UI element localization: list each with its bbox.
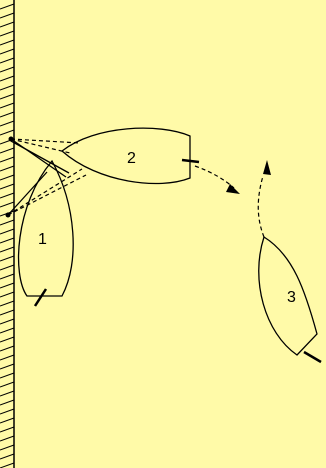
dock-hatch-mark: [0, 273, 15, 280]
mooring-lines: [5, 136, 87, 218]
dock-hatch-mark: [0, 147, 15, 154]
dock-hatch-mark: [0, 453, 15, 460]
mooring-line-dashed-4: [7, 174, 87, 216]
dock-hatch-mark: [0, 291, 15, 298]
dock-hatch-mark: [0, 444, 15, 451]
dock-hatch-mark: [0, 75, 15, 82]
boat-2: [60, 127, 200, 185]
dock-hatch-mark: [0, 246, 15, 253]
boat-3-rudder: [303, 350, 322, 364]
dock-hatch-mark: [0, 282, 15, 289]
movement-paths: [194, 160, 271, 238]
dock-hatch-mark: [0, 336, 15, 343]
dock-hatch-mark: [0, 327, 15, 334]
dock-hatch-mark: [0, 201, 15, 208]
dock-hatch-mark: [0, 300, 15, 307]
dock-hatch-mark: [0, 435, 15, 442]
dock-hatch-mark: [0, 219, 15, 226]
path-boat2-to-right: [194, 165, 235, 189]
arrowhead-up: [263, 160, 271, 175]
dock-hatch-mark: [0, 390, 15, 397]
dock-hatch-mark: [0, 345, 15, 352]
mooring-line-upper-solid-b: [10, 140, 70, 174]
dock-hatch-mark: [0, 3, 15, 10]
dock-hatch-mark: [0, 309, 15, 316]
dock-hatch-mark: [0, 363, 15, 370]
boat-3-hull: [258, 236, 318, 356]
boat-2-rudder: [181, 158, 200, 164]
boat-1-label: 1: [38, 231, 47, 248]
dock-hatch-mark: [0, 12, 15, 19]
boat-2-label: 2: [127, 150, 136, 167]
mooring-line-dashed-1: [10, 138, 81, 144]
boat-1-hull: [17, 159, 74, 297]
mooring-line-dashed-2: [10, 138, 71, 154]
dock-hatch-mark: [0, 417, 15, 424]
dock-hatch-mark: [0, 426, 15, 433]
boat-3-label: 3: [287, 289, 296, 306]
dock-hatch-mark: [0, 228, 15, 235]
dock-hatch-mark: [0, 192, 15, 199]
dock-hatch-mark: [0, 174, 15, 181]
dock-hatch-mark: [0, 66, 15, 73]
dock-hatch-mark: [0, 129, 15, 136]
dock-hatch-mark: [0, 21, 15, 28]
dock-hatch-mark: [0, 354, 15, 361]
dock-hatch-mark: [0, 165, 15, 172]
dock-hatch-mark: [0, 156, 15, 163]
dock-hatch-mark: [0, 30, 15, 37]
dock-hatch-mark: [0, 399, 15, 406]
dock-hatch-mark: [0, 57, 15, 64]
dock-hatch-mark: [0, 120, 15, 127]
boat-1: [17, 159, 74, 307]
boat-2-hull: [60, 127, 191, 185]
boat-1-rudder: [33, 288, 48, 307]
dock-hatch-mark: [0, 318, 15, 325]
mooring-line-dashed-3: [7, 168, 83, 216]
dock-hatch-mark: [0, 183, 15, 190]
dock-hatch-mark: [0, 462, 15, 468]
dock-hatch-mark: [0, 111, 15, 118]
dock-wall: [0, 0, 15, 468]
dock-hatch-mark: [0, 237, 15, 244]
dock-hatch-mark: [0, 48, 15, 55]
arrowhead-right: [226, 184, 240, 194]
path-boat3-upward: [257, 175, 265, 238]
dock-hatch-mark: [0, 93, 15, 100]
dock-hatching: [0, 3, 15, 468]
dock-hatch-mark: [0, 408, 15, 415]
dock-hatch-mark: [0, 381, 15, 388]
mooring-line-lower-solid: [7, 171, 48, 216]
dock-hatch-mark: [0, 84, 15, 91]
dock-hatch-mark: [0, 264, 15, 271]
dock-hatch-mark: [0, 39, 15, 46]
dock-hatch-mark: [0, 372, 15, 379]
dock-hatch-mark: [0, 102, 15, 109]
dock-hatch-mark: [0, 255, 15, 262]
boat-3: [258, 236, 322, 364]
